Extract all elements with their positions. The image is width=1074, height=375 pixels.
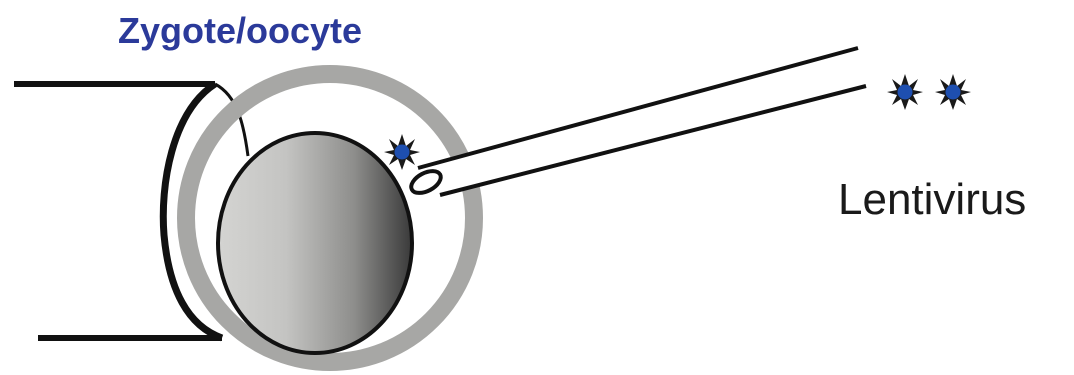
virus-particle-icon [384,134,420,170]
virus-label: Lentivirus [838,175,1026,224]
virus-particle-icon [887,74,923,110]
cell-label: Zygote/oocyte [118,10,362,51]
virus-particle-icon [935,74,971,110]
ooplasm-icon [218,133,412,353]
injection-needle-icon [408,48,866,197]
